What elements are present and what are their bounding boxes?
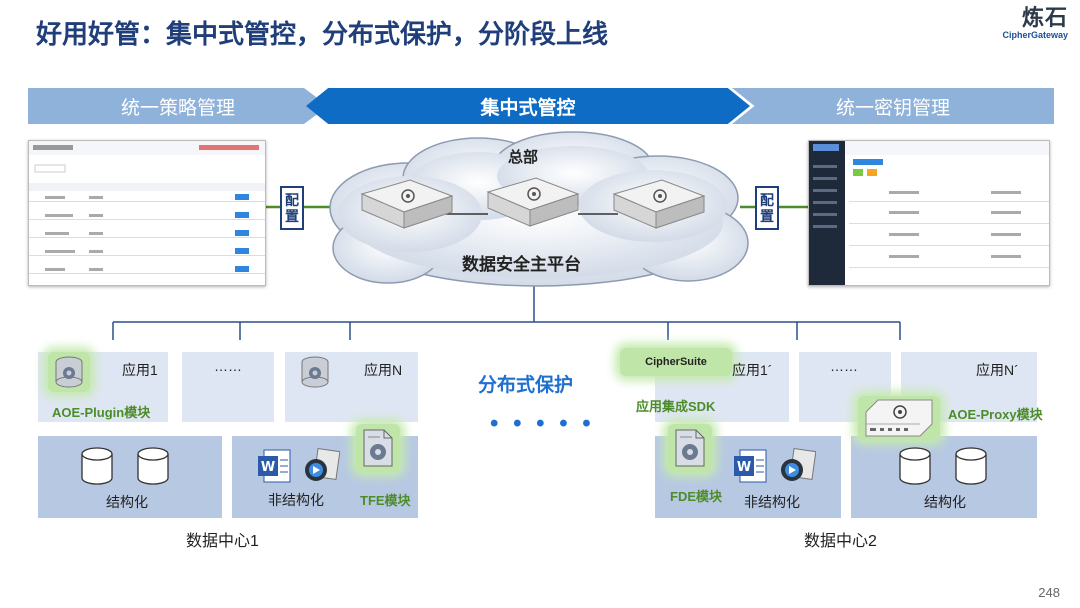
database-icon: [81, 447, 113, 485]
dc1-app-dots-panel: [182, 352, 274, 422]
dc2-structured-panel: [851, 436, 1037, 518]
proxy-appliance-icon: [865, 399, 933, 437]
dc1-app1-label: 应用1: [122, 362, 158, 378]
dc2-appN-label: 应用N´: [976, 362, 1019, 378]
banner-key-management: 统一密钥管理: [732, 88, 1054, 124]
cipher-suite-chip: CipherSuite: [620, 348, 732, 376]
sdk-label: 应用集成SDK: [636, 399, 716, 414]
dc2-app1-label: 应用1´: [732, 362, 773, 378]
dc1-appN-label: 应用N: [364, 362, 403, 378]
logo-en-text: CipherGateway: [1002, 30, 1068, 40]
server-appliance-icon: [612, 179, 706, 229]
dc2-unstructured-label: 非结构化: [744, 494, 800, 510]
page-title: 好用好管：集中式管控，分布式保护，分阶段上线: [36, 19, 609, 49]
aoe-plugin-label: AOE-Plugin模块: [52, 405, 151, 420]
banner-centralized-control: 集中式管控: [306, 88, 750, 124]
database-icon: [955, 447, 987, 485]
logo-cn-text: 炼石: [1021, 5, 1068, 30]
company-logo: 炼石 CipherGateway: [1002, 5, 1068, 41]
key-admin-screenshot: [808, 140, 1050, 286]
dc2-structured-label: 结构化: [924, 494, 966, 510]
key-table-mockup: [809, 141, 1049, 285]
config-label-right: 配置: [755, 186, 779, 230]
svg-text:W: W: [261, 460, 275, 475]
gear-db-icon: [55, 356, 83, 388]
policy-admin-screenshot: [28, 140, 266, 286]
aoe-proxy-label: AOE-Proxy模块: [948, 407, 1043, 422]
server-appliance-icon: [486, 177, 580, 227]
word-doc-icon: W: [258, 449, 291, 483]
word-doc-icon: W: [734, 449, 767, 483]
video-icon: [305, 448, 340, 481]
config-label-left: 配置: [280, 186, 304, 230]
dc1-structured-panel: [38, 436, 222, 518]
ellipsis-dots: • • • • •: [490, 410, 595, 437]
platform-label: 数据安全主平台: [462, 255, 581, 274]
database-icon: [137, 447, 169, 485]
dc1-unstructured-label: 非结构化: [268, 492, 324, 508]
svg-text:W: W: [737, 460, 751, 475]
policy-table-mockup: [29, 141, 265, 274]
database-icon: [899, 447, 931, 485]
headquarters-label: 总部: [508, 149, 539, 166]
fde-label: FDE模块: [670, 489, 723, 504]
gear-file-icon: [675, 429, 705, 467]
datacenter2-label: 数据中心2: [804, 533, 877, 550]
datacenter1-label: 数据中心1: [186, 533, 259, 550]
gear-db-icon: [301, 356, 329, 388]
dc1-app-dots: ……: [214, 358, 242, 374]
page-number: 248: [1038, 585, 1060, 600]
gear-file-icon: [363, 429, 393, 467]
dc1-structured-label: 结构化: [106, 494, 148, 510]
banner-policy-management: 统一策略管理: [28, 88, 328, 124]
server-appliance-icon: [360, 179, 454, 229]
dc2-app-dots: ……: [830, 358, 858, 374]
distributed-protection-label: 分布式保护: [478, 375, 574, 396]
video-icon: [781, 448, 816, 481]
tfe-label: TFE模块: [360, 493, 411, 508]
